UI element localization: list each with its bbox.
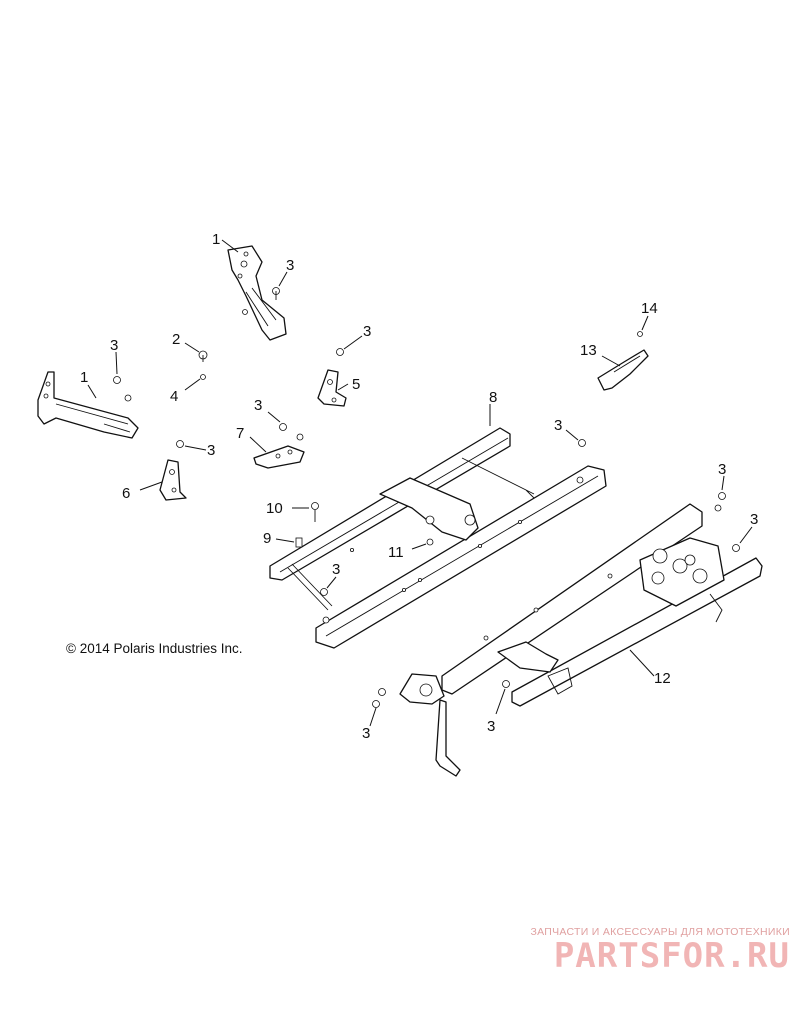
callout-3-frame12-center: 3 (487, 718, 495, 735)
callout-3-frame8-lower: 3 (332, 561, 340, 578)
callout-8: 8 (489, 389, 497, 406)
bolt-3-left (113, 376, 121, 384)
bolt-3-frame12-right (732, 544, 740, 552)
callout-3-part7: 3 (254, 397, 262, 414)
watermark-logo: PARTSFOR.RU (553, 936, 790, 976)
callout-11: 11 (388, 544, 404, 561)
bolt-3-part6 (176, 440, 184, 448)
bracket-part-13 (597, 349, 649, 391)
callout-14: 14 (641, 300, 658, 317)
bracket-part-1-left (37, 371, 139, 439)
spacer-part-9 (295, 537, 303, 548)
callout-3-frame12-right: 3 (750, 511, 758, 528)
callout-3-part5: 3 (363, 323, 371, 340)
bolt-3-frame12-left (372, 688, 386, 708)
callout-1-left: 1 (80, 369, 88, 386)
bracket-part-6 (159, 459, 187, 501)
bolt-3-frame8-lower (320, 588, 328, 596)
callout-7: 7 (236, 425, 244, 442)
callout-13: 13 (580, 342, 597, 359)
callout-12: 12 (654, 670, 671, 687)
callout-6: 6 (122, 485, 130, 502)
bolt-3-part5 (336, 348, 344, 356)
copyright-notice: © 2014 Polaris Industries Inc. (66, 641, 243, 656)
bolt-3-top (272, 287, 280, 300)
nut-part-2 (198, 350, 208, 362)
callout-2: 2 (172, 331, 180, 348)
bolt-3-frame8 (578, 439, 586, 447)
callout-4: 4 (170, 388, 178, 405)
watermark: ЗАПЧАСТИ И АКСЕССУАРЫ ДЛЯ МОТОТЕХНИКИ PA… (470, 926, 790, 976)
bracket-part-1-top (227, 245, 287, 341)
callout-5: 5 (352, 376, 360, 393)
callout-3-frame12-left: 3 (362, 725, 370, 742)
callout-9: 9 (263, 530, 271, 547)
watermark-tagline: ЗАПЧАСТИ И АКСЕССУАРЫ ДЛЯ МОТОТЕХНИКИ (530, 926, 790, 938)
callout-10: 10 (266, 500, 283, 517)
callout-3-frame8: 3 (554, 417, 562, 434)
bracket-part-5 (317, 369, 347, 407)
callout-3-frame12-top: 3 (718, 461, 726, 478)
bolt-3-frame12-top (714, 492, 726, 512)
bolt-3-part7 (279, 423, 304, 441)
frame-part-12 (399, 503, 763, 777)
callout-1: 1 (212, 231, 220, 248)
bolt-3-frame12-center (502, 680, 510, 688)
callout-3-left: 3 (110, 337, 118, 354)
callout-3-part6: 3 (207, 442, 215, 459)
callout-3: 3 (286, 257, 294, 274)
washer-part-4 (200, 374, 206, 380)
bracket-part-7 (253, 445, 305, 469)
clip-part-11 (426, 538, 434, 546)
frame-part-8 (269, 427, 607, 649)
bolt-part-10 (311, 502, 319, 522)
screw-part-14 (637, 331, 643, 337)
